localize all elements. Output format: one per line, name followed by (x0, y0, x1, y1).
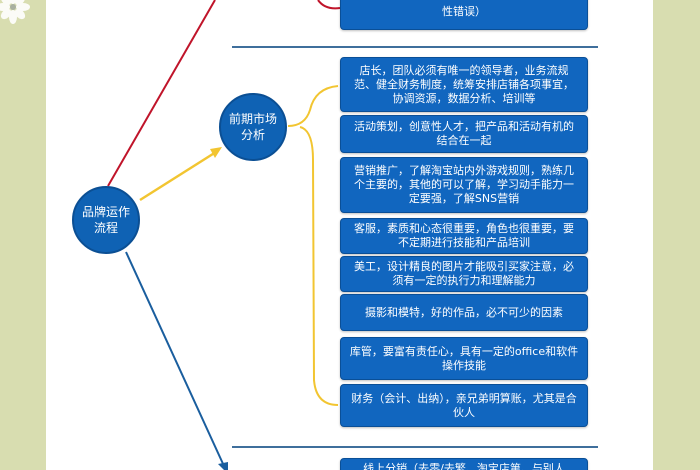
item-text: 客服，素质和心态很重要，角色也很重要，要不定期进行技能和产品培训 (354, 222, 574, 249)
blue-connector (125, 251, 225, 467)
item-text: 活动策划，创意性人才，把产品和活动有机的结合在一起 (354, 120, 574, 147)
red-connector (107, 0, 216, 187)
section-separator-bottom (232, 446, 598, 448)
item-warehouse[interactable]: 库管，要富有责任心，具有一定的office和软件操作技能 (340, 337, 588, 380)
yellow-bracket-bottom (299, 126, 339, 406)
bottom-partial-box-text: 线上分销（去零/去繁、淘宝店第、与别人 (363, 462, 565, 470)
yellow-connector (139, 150, 217, 202)
root-node-label: 品牌运作流程 (81, 205, 130, 235)
item-text: 美工，设计精良的图片才能吸引买家注意，必须有一定的执行力和理解能力 (354, 260, 574, 287)
section-separator-top (232, 46, 598, 48)
item-finance[interactable]: 财务（会计、出纳），亲兄弟明算账，尤其是合伙人 (340, 384, 588, 427)
top-partial-box-text: 性错误） (442, 5, 486, 18)
red-connector-curve (317, 0, 341, 10)
item-designer[interactable]: 美工，设计精良的图片才能吸引买家注意，必须有一定的执行力和理解能力 (340, 256, 588, 292)
market-analysis-node[interactable]: 前期市场分析 (219, 93, 287, 161)
item-marketing[interactable]: 营销推广，了解淘宝站内外游戏规则，熟练几个主要的，其他的可以了解，学习动手能力一… (340, 157, 588, 213)
left-decorative-panel (0, 0, 46, 470)
item-event-planning[interactable]: 活动策划，创意性人才，把产品和活动有机的结合在一起 (340, 115, 588, 153)
item-text: 营销推广，了解淘宝站内外游戏规则，熟练几个主要的，其他的可以了解，学习动手能力一… (354, 164, 574, 205)
item-text: 店长，团队必须有唯一的领导者，业务流规范、健全财务制度，统筹安排店铺各项事宜，协… (354, 63, 574, 105)
blue-arrowhead (218, 462, 228, 470)
item-text: 财务（会计、出纳），亲兄弟明算账，尤其是合伙人 (351, 391, 577, 419)
flower-icon (0, 0, 30, 24)
right-decorative-panel (653, 0, 700, 470)
yellow-arrowhead (210, 147, 222, 158)
yellow-bracket-top (287, 85, 339, 127)
item-customer-service[interactable]: 客服，素质和心态很重要，角色也很重要，要不定期进行技能和产品培训 (340, 218, 588, 254)
item-photography[interactable]: 摄影和模特，好的作品，必不可少的因素 (340, 294, 588, 331)
root-node[interactable]: 品牌运作流程 (72, 186, 140, 254)
item-text: 摄影和模特，好的作品，必不可少的因素 (365, 305, 563, 319)
market-analysis-node-label: 前期市场分析 (228, 112, 277, 142)
top-partial-box: 性错误） (340, 0, 588, 30)
item-text: 库管，要富有责任心，具有一定的office和软件操作技能 (349, 344, 579, 372)
bottom-partial-box: 线上分销（去零/去繁、淘宝店第、与别人 (340, 458, 588, 470)
item-store-manager[interactable]: 店长，团队必须有唯一的领导者，业务流规范、健全财务制度，统筹安排店铺各项事宜，协… (340, 57, 588, 112)
